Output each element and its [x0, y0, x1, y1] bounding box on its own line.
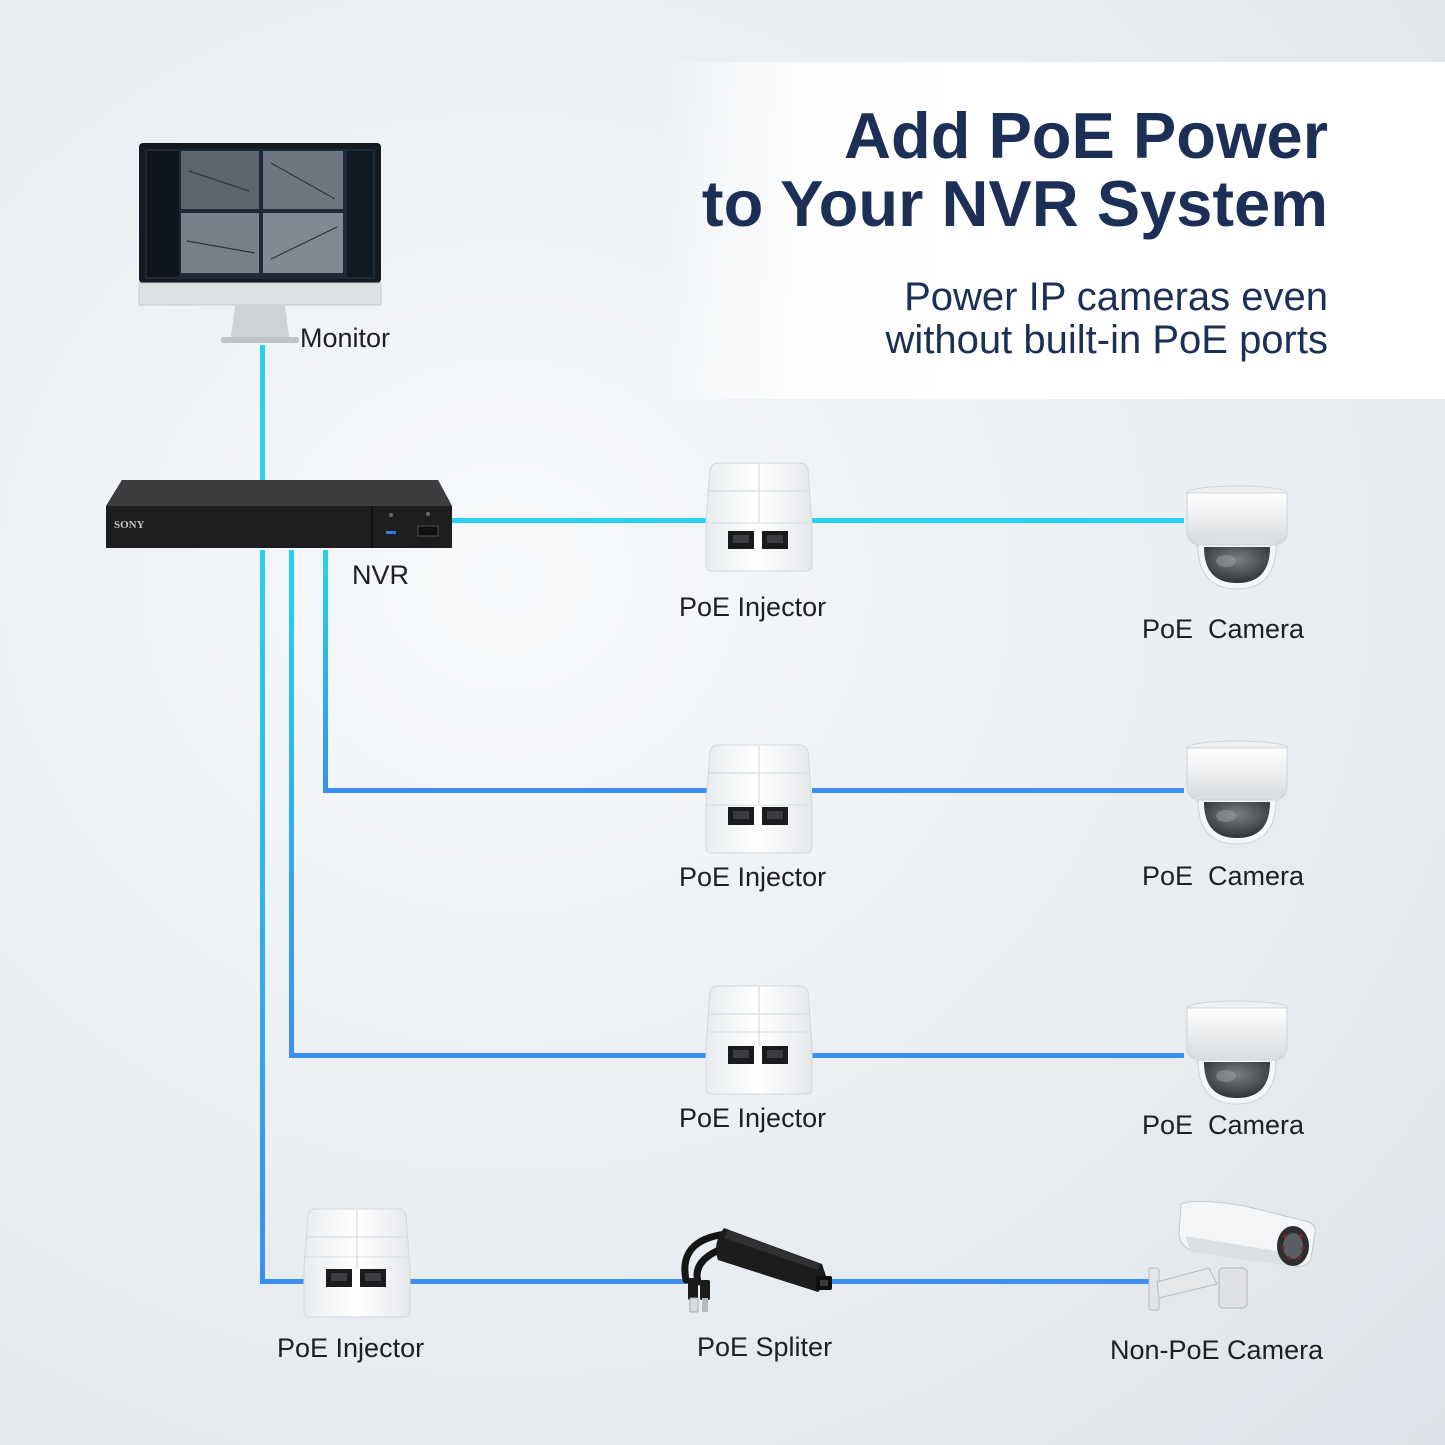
- cable-nvr-injector-4-vertical: [260, 550, 265, 1284]
- cable-injector-1-camera-1: [812, 518, 1184, 523]
- poe-camera-icon: [1186, 740, 1288, 845]
- poe-camera-icon: [1186, 485, 1288, 590]
- cable-splitter-camera-4: [830, 1279, 1152, 1284]
- non-poe-camera-icon: [1148, 1200, 1316, 1311]
- poe-injector-icon: [705, 462, 813, 572]
- cable-nvr-injector-3-vertical: [289, 550, 294, 1058]
- poe-camera-icon: [1186, 1000, 1288, 1105]
- cable-injector-4-splitter: [410, 1279, 695, 1284]
- nvr-brand-text: SONY: [114, 519, 145, 531]
- cable-nvr-injector-2-horizontal: [323, 788, 707, 793]
- monitor-icon: [138, 143, 382, 343]
- poe-injector-label-4: PoE Injector: [277, 1333, 425, 1363]
- poe-camera-label-2: PoE Camera: [1142, 861, 1305, 891]
- title-line-2: to Your NVR System: [701, 167, 1328, 240]
- monitor-label: Monitor: [300, 323, 391, 353]
- cable-nvr-injector-3-horizontal: [289, 1053, 707, 1058]
- poe-injector-label-3: PoE Injector: [679, 1103, 827, 1133]
- cable-monitor-nvr: [260, 345, 265, 480]
- poe-splitter-icon: [681, 1228, 832, 1313]
- page-subtitle: Power IP cameras even without built-in P…: [628, 276, 1328, 362]
- cable-injector-2-camera-2: [812, 788, 1184, 793]
- subtitle-line-2: without built-in PoE ports: [885, 318, 1328, 362]
- cable-nvr-injector-2-vertical: [323, 550, 328, 793]
- title-line-1: Add PoE Power: [844, 99, 1328, 172]
- header-panel: [660, 62, 1445, 399]
- subtitle-line-1: Power IP cameras even: [904, 275, 1328, 319]
- poe-injector-icon: [705, 985, 813, 1095]
- poe-camera-label-3: PoE Camera: [1142, 1110, 1305, 1140]
- poe-injector-label-2: PoE Injector: [679, 862, 827, 892]
- poe-injector-icon: [705, 744, 813, 854]
- page-title: Add PoE Power to Your NVR System: [528, 102, 1328, 238]
- nvr-icon: SONY: [106, 480, 452, 548]
- cable-nvr-injector-4-horizontal: [260, 1279, 306, 1284]
- cable-injector-3-camera-3: [812, 1053, 1184, 1058]
- poe-camera-label-1: PoE Camera: [1142, 614, 1305, 644]
- poe-injector-icon: [303, 1208, 411, 1318]
- nvr-label: NVR: [352, 560, 410, 590]
- poe-splitter-label: PoE Spliter: [697, 1332, 833, 1362]
- poe-injector-label-1: PoE Injector: [679, 592, 827, 622]
- cable-nvr-injector-1: [452, 518, 707, 523]
- non-poe-camera-label: Non-PoE Camera: [1110, 1335, 1324, 1365]
